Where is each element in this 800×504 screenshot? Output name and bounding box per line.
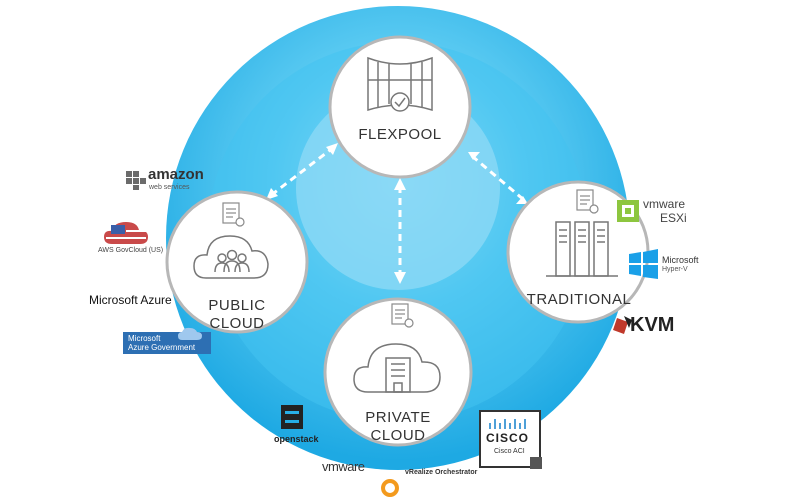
kvm-icon bbox=[613, 316, 632, 334]
traditional-label: TRADITIONAL bbox=[526, 291, 632, 308]
cisco-bars-icon bbox=[489, 419, 526, 429]
openstack-icon bbox=[281, 405, 303, 429]
check-icon bbox=[390, 92, 410, 112]
cisco-aci-corner bbox=[530, 457, 542, 469]
vmware-label: vmware bbox=[322, 459, 365, 474]
azure-gov-line2: Azure Government bbox=[128, 343, 196, 352]
cisco-label: CISCO bbox=[486, 431, 530, 445]
arrow-flexpool-public bbox=[269, 145, 335, 198]
hyperv-line1: Microsoft bbox=[662, 255, 699, 265]
amazon-logo-sub: web services bbox=[149, 184, 190, 191]
private-cloud-building-icon bbox=[353, 343, 441, 393]
document-icon-traditional bbox=[576, 189, 599, 214]
vmware-esxi-icon bbox=[617, 200, 639, 222]
amazon-logo-text: amazon bbox=[148, 166, 204, 183]
flexpool-grid-icon bbox=[367, 56, 433, 112]
hyperv-line2: Hyper-V bbox=[662, 266, 688, 273]
arrowheads bbox=[266, 143, 528, 284]
server-rack-icon bbox=[546, 221, 618, 277]
document-icon-public bbox=[222, 202, 245, 227]
vrealize-orchestrator-icon bbox=[381, 479, 399, 497]
openstack-label: openstack bbox=[274, 434, 319, 444]
azure-government-cloud-icon bbox=[178, 327, 202, 340]
cisco-aci-label: Cisco ACI bbox=[494, 448, 525, 455]
amazon-boxes-icon bbox=[126, 171, 146, 190]
public-cloud-people-icon bbox=[193, 235, 269, 279]
aws-govcloud-label: AWS GovCloud (US) bbox=[98, 247, 164, 254]
private-cloud-label-line1: PRIVATE bbox=[365, 409, 431, 426]
kvm-label: KVM bbox=[630, 314, 675, 336]
private-cloud-label-line2: CLOUD bbox=[370, 427, 426, 444]
azure-gov-line1: Microsoft bbox=[128, 334, 161, 343]
vmware-esxi-line2: ESXi bbox=[660, 211, 687, 225]
aws-govcloud-flag-icon bbox=[104, 222, 148, 244]
public-cloud-label-line2: CLOUD bbox=[209, 315, 265, 332]
document-icon-private bbox=[391, 303, 414, 328]
connector-arrows bbox=[269, 145, 525, 276]
node-private-cloud[interactable] bbox=[323, 297, 473, 447]
windows-hyperv-icon bbox=[629, 249, 658, 279]
microsoft-azure-label: Microsoft Azure bbox=[89, 293, 172, 307]
vrealize-orchestrator-label: vRealize Orchestrator bbox=[405, 469, 478, 476]
vmware-esxi-line1: vmware bbox=[643, 197, 686, 211]
public-cloud-label-line1: PUBLIC bbox=[208, 297, 266, 314]
flexpool-label: FLEXPOOL bbox=[358, 126, 442, 143]
